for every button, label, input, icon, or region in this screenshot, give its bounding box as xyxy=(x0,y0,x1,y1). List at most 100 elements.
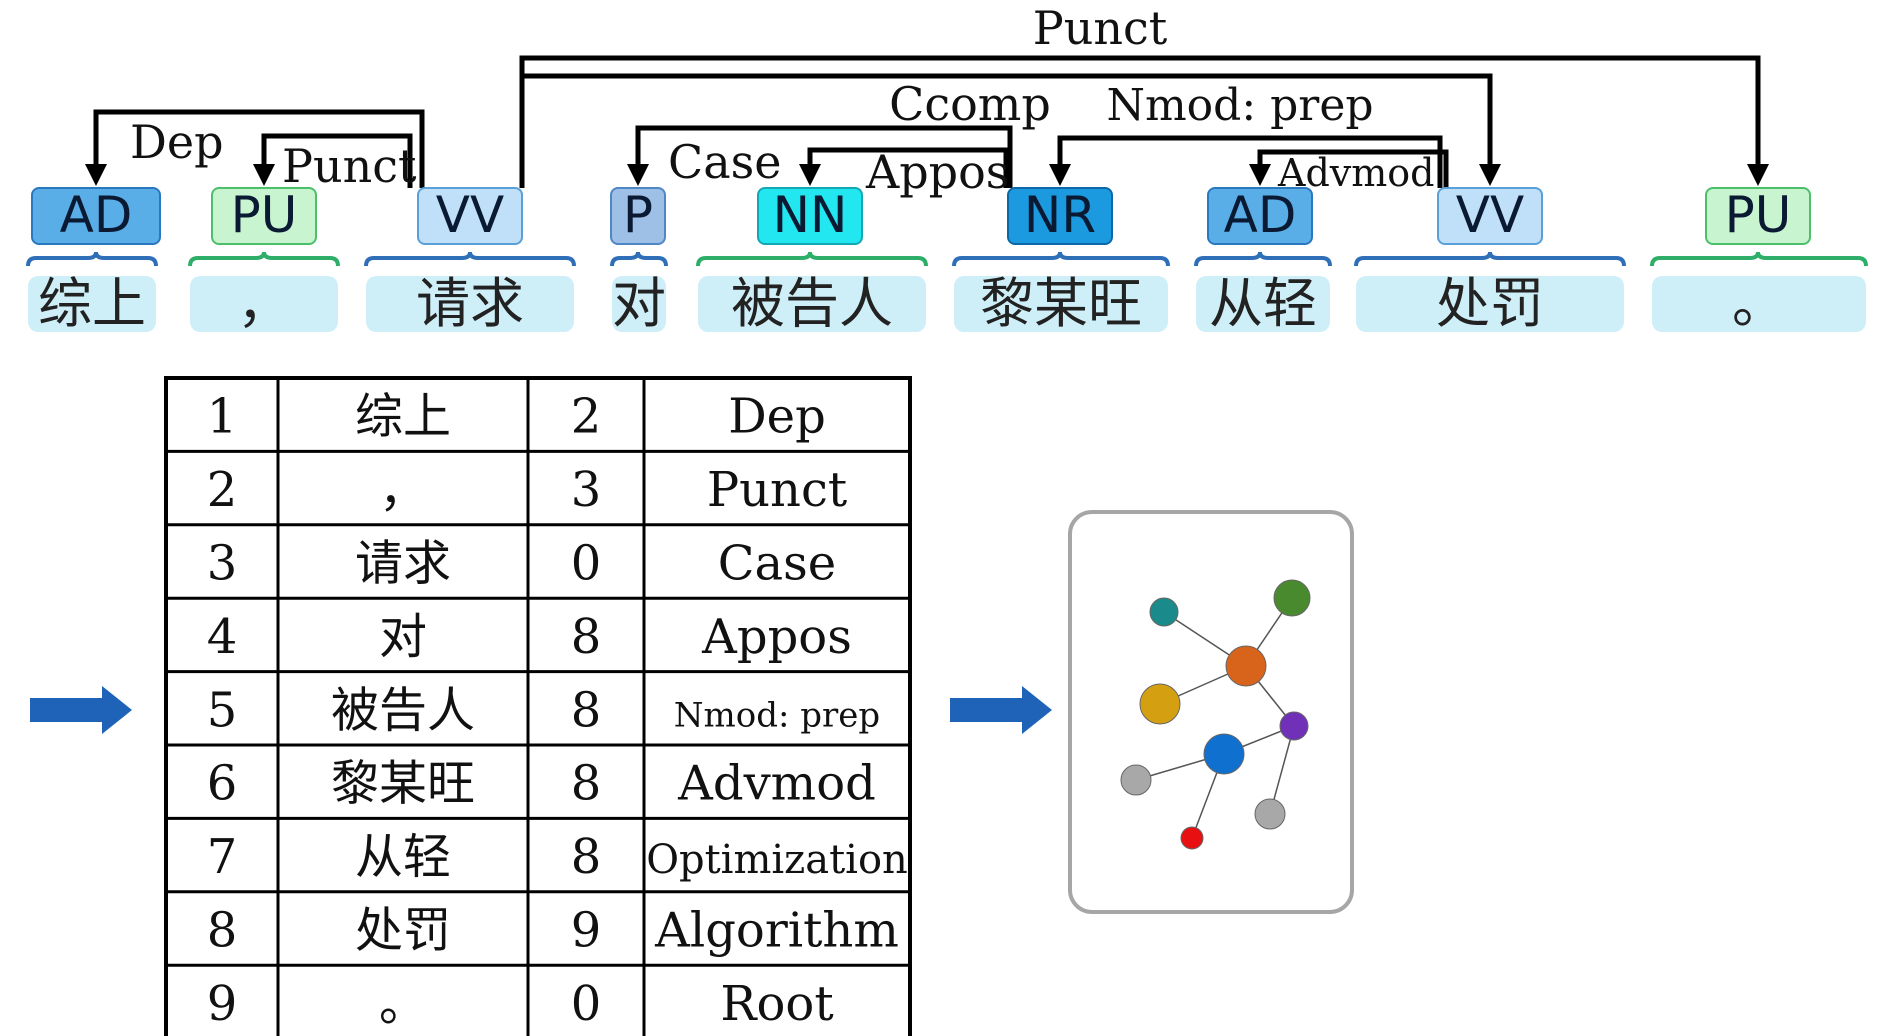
table-cell: 黎某旺 xyxy=(331,756,475,812)
table-cell: Punct xyxy=(707,462,847,518)
table-cell: ， xyxy=(379,462,427,518)
pos-tag-box xyxy=(1207,187,1313,245)
arc-arrowhead xyxy=(85,164,107,186)
table-cell: Case xyxy=(718,536,836,592)
arc-line xyxy=(635,125,1013,188)
graph-node xyxy=(1279,711,1309,741)
arc-line xyxy=(1057,135,1443,188)
table-cell: 8 xyxy=(571,609,602,665)
table-cell: Dep xyxy=(728,389,826,445)
graph-node xyxy=(1139,683,1181,725)
token-9: PU 。 xyxy=(1650,186,1868,335)
arc-5: Case xyxy=(627,125,1013,189)
pos-tag-label: AD xyxy=(1224,186,1297,244)
table-cell: Nmod: prep xyxy=(674,695,880,735)
table-cell: 0 xyxy=(571,536,602,592)
table-cell: 8 xyxy=(571,829,602,885)
table-cell: 7 xyxy=(207,829,238,885)
word-label: 从轻 xyxy=(1209,272,1317,335)
arc-arrowhead xyxy=(253,164,275,186)
table-cell: 综上 xyxy=(355,389,451,445)
table-cell: 3 xyxy=(571,462,602,518)
table-frame xyxy=(164,376,912,1036)
arc-label: Nmod: prep xyxy=(1106,80,1373,131)
table-cell: 从轻 xyxy=(355,829,451,885)
arc-arrowhead xyxy=(1747,164,1769,186)
word-bracket xyxy=(1650,251,1868,267)
arc-arrowhead xyxy=(627,164,649,186)
arc-label: Punct xyxy=(1033,1,1168,55)
word-label: 综上 xyxy=(38,272,146,335)
word-label: 。 xyxy=(1732,272,1786,335)
arc-label: Dep xyxy=(130,115,224,169)
token-3: VV 请求 xyxy=(364,186,576,335)
pos-tag-label: VV xyxy=(436,186,504,244)
word-box xyxy=(190,276,338,332)
word-box xyxy=(1196,276,1330,332)
pos-tag-box xyxy=(31,187,161,245)
word-label: 处罚 xyxy=(1436,272,1544,335)
graph-node xyxy=(1254,798,1286,830)
word-box xyxy=(28,276,156,332)
pos-tag-label: NN xyxy=(773,186,848,244)
graph-card xyxy=(1068,510,1354,914)
word-bracket xyxy=(26,251,158,267)
word-bracket xyxy=(1354,251,1626,267)
arc-line xyxy=(1257,149,1449,188)
flow-arrows xyxy=(30,686,1052,734)
pos-tag-box xyxy=(1007,187,1113,245)
table-cell: 。 xyxy=(379,976,427,1032)
arc-arrowhead xyxy=(1479,164,1501,186)
token-7: AD 从轻 xyxy=(1194,186,1332,335)
graph-node xyxy=(1203,733,1245,775)
table-cell: 4 xyxy=(207,609,238,665)
table-cell: 2 xyxy=(207,462,238,518)
word-label: 请求 xyxy=(416,272,524,335)
word-box xyxy=(366,276,574,332)
pos-tag-label: PU xyxy=(231,186,298,244)
table-cell: 1 xyxy=(207,389,238,445)
graph-panel xyxy=(1068,510,1354,914)
arc-line xyxy=(93,109,425,188)
word-bracket xyxy=(952,251,1170,267)
graph-node xyxy=(1149,597,1179,627)
word-bracket xyxy=(188,251,340,267)
arc-6: Appos xyxy=(799,145,1009,199)
arc-arrowhead xyxy=(799,164,821,186)
pos-tag-box xyxy=(1705,187,1811,245)
pos-tag-label: P xyxy=(623,186,653,244)
table-cell: Advmod xyxy=(677,756,876,812)
arc-7: Nmod: prep xyxy=(1049,80,1443,188)
pos-tag-box xyxy=(417,187,523,245)
arc-line xyxy=(261,133,413,188)
table-cell: 8 xyxy=(571,756,602,812)
word-label: 被告人 xyxy=(731,272,893,335)
table-cell: 8 xyxy=(571,682,602,738)
table-cell: 0 xyxy=(571,976,602,1032)
word-box xyxy=(612,276,666,332)
arc-2: Punct xyxy=(253,133,417,193)
graph-node xyxy=(1273,579,1311,617)
word-bracket xyxy=(1194,251,1332,267)
graph-node xyxy=(1120,764,1152,796)
arc-label: Punct xyxy=(282,139,417,193)
pos-tag-label: PU xyxy=(1725,186,1792,244)
table-row: 2 ， 3 Punct xyxy=(207,462,847,518)
right-arrow-icon xyxy=(950,686,1052,734)
arc-arrowhead xyxy=(1049,164,1071,186)
graph-node xyxy=(1225,645,1267,687)
token-4: P对 xyxy=(610,186,668,335)
token-5: NN 被告人 xyxy=(696,186,928,335)
